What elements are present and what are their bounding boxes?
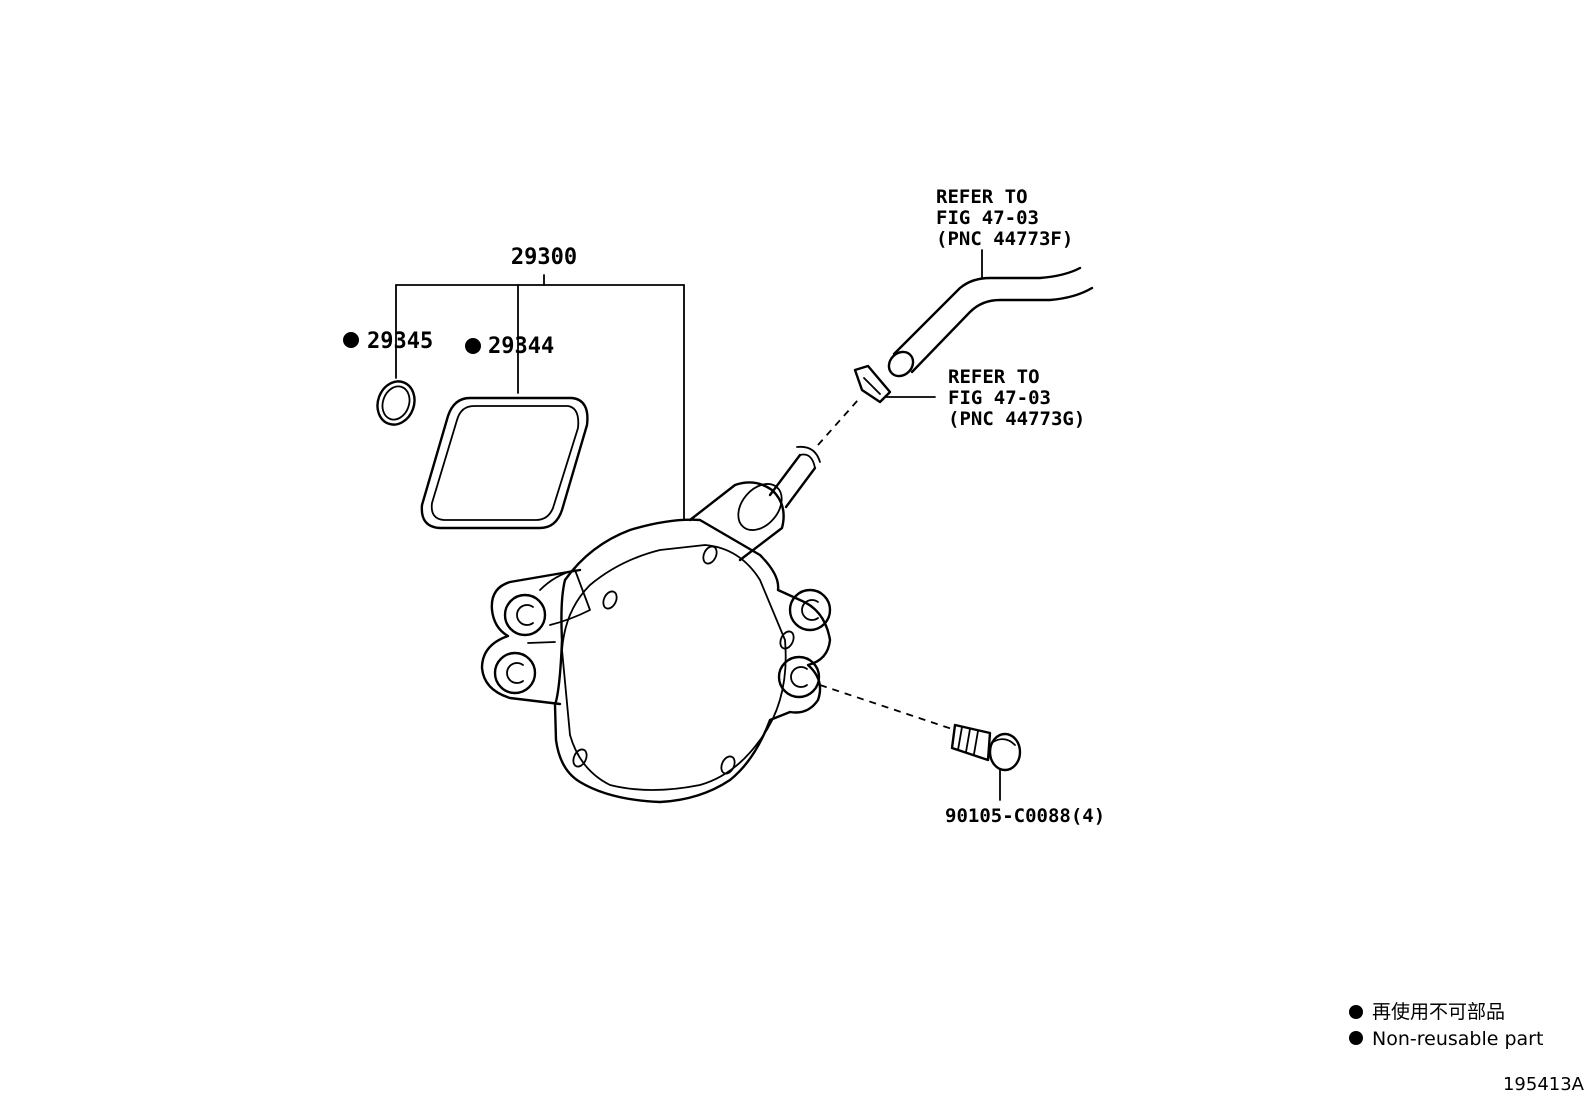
hose-reference-line1: REFER TO: [936, 186, 1028, 208]
o-ring-icon: [376, 380, 416, 426]
vacuum-hose-icon: [887, 266, 1094, 378]
legend: 再使用不可部品 Non-reusable part: [1349, 1001, 1543, 1050]
clip-reference-line2: FIG 47-03: [948, 387, 1051, 409]
non-reusable-marker-29345: [343, 332, 359, 348]
assembly-part-number: 29300: [511, 245, 577, 270]
bolt-leader-dash: [819, 684, 956, 731]
gasket-part-number: 29344: [488, 334, 554, 359]
hose-clip-icon: [853, 364, 892, 404]
legend-marker-english: [1349, 1031, 1363, 1045]
legend-marker-japanese: [1349, 1005, 1363, 1019]
clip-reference-line3: (PNC 44773G): [948, 408, 1085, 430]
non-reusable-marker-29344: [465, 338, 481, 354]
hose-reference-line2: FIG 47-03: [936, 207, 1039, 229]
bolt-icon: [950, 723, 1022, 772]
clip-reference-line1: REFER TO: [948, 366, 1040, 388]
gasket-icon: [420, 396, 589, 530]
hose-reference-line3: (PNC 44773F): [936, 228, 1073, 250]
legend-english-text: Non-reusable part: [1372, 1028, 1543, 1050]
clip-leader-dash: [817, 399, 859, 446]
assembly-bracket: [395, 274, 685, 521]
figure-id: 195413A: [1503, 1074, 1585, 1095]
vacuum-pump-icon: [480, 445, 832, 804]
legend-japanese-text: 再使用不可部品: [1372, 1001, 1505, 1023]
bolt-part-number: 90105-C0088(4): [945, 805, 1105, 827]
o-ring-part-number: 29345: [367, 329, 433, 354]
